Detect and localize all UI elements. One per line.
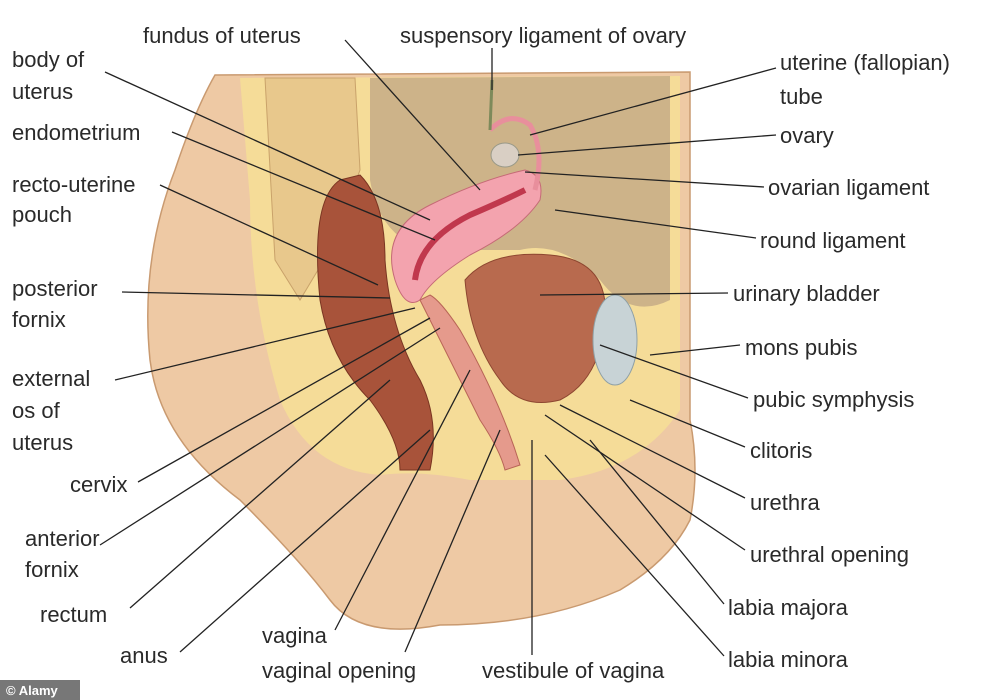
label-vestibule: vestibule of vagina — [482, 658, 665, 683]
vagina-shape — [419, 294, 521, 471]
label-tube-2: tube — [780, 84, 823, 109]
tube-shape — [488, 116, 542, 191]
label-labia-majora: labia majora — [728, 595, 849, 620]
label-round-ligament: round ligament — [760, 228, 906, 253]
label-suspensory: suspensory ligament of ovary — [400, 23, 686, 48]
labels: body of uterus endometrium recto-uterine… — [12, 23, 950, 683]
label-anus: anus — [120, 643, 168, 668]
label-external-os-3: uterus — [12, 430, 73, 455]
pubic-symphysis-shape — [592, 294, 638, 386]
label-external-os-2: os of — [12, 398, 61, 423]
label-ovary: ovary — [780, 123, 834, 148]
label-mons: mons pubis — [745, 335, 858, 360]
label-body-of-uterus: body of — [12, 47, 85, 72]
bladder-shape — [464, 253, 606, 403]
ovary-shape — [490, 142, 520, 168]
label-body-of-uterus-2: uterus — [12, 79, 73, 104]
watermark: © Alamy — [0, 680, 80, 700]
label-vagina: vagina — [262, 623, 328, 648]
label-endometrium: endometrium — [12, 120, 140, 145]
label-external-os: external — [12, 366, 90, 391]
label-anterior-fornix-2: fornix — [25, 557, 79, 582]
label-labia-minora: labia minora — [728, 647, 849, 672]
label-posterior-fornix-2: fornix — [12, 307, 66, 332]
label-clitoris: clitoris — [750, 438, 812, 463]
label-vaginal-opening: vaginal opening — [262, 658, 416, 683]
label-posterior-fornix: posterior — [12, 276, 98, 301]
illustration — [147, 71, 696, 630]
label-symphysis: pubic symphysis — [753, 387, 914, 412]
label-urethra: urethra — [750, 490, 820, 515]
leader-lines — [99, 39, 777, 657]
label-recto-uterine-pouch: recto-uterine — [12, 172, 136, 197]
label-anterior-fornix: anterior — [25, 526, 100, 551]
label-fundus: fundus of uterus — [143, 23, 301, 48]
watermark-text: © Alamy — [6, 683, 58, 698]
label-tube: uterine (fallopian) — [780, 50, 950, 75]
rectum-shape — [317, 174, 434, 471]
label-recto-uterine-pouch-2: pouch — [12, 202, 72, 227]
label-urethral-opening: urethral opening — [750, 542, 909, 567]
label-bladder: urinary bladder — [733, 281, 880, 306]
label-ovarian-ligament: ovarian ligament — [768, 175, 929, 200]
label-rectum: rectum — [40, 602, 107, 627]
label-cervix: cervix — [70, 472, 127, 497]
endometrium-shape — [412, 187, 527, 281]
